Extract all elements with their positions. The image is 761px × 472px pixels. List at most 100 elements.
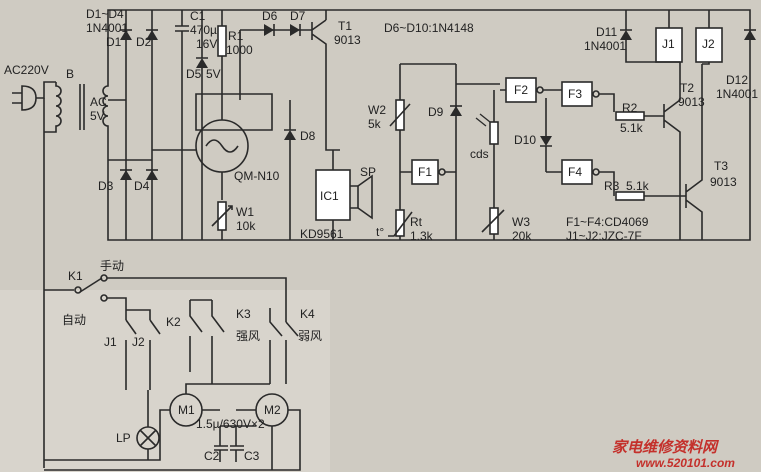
label-t2-part: 9013: [678, 95, 705, 109]
diode-d11: [620, 10, 680, 63]
mains-plug: [12, 81, 56, 468]
label-d9: D9: [428, 105, 444, 119]
label-r1: R1: [228, 29, 244, 43]
label-d1: D1: [106, 35, 122, 49]
pot-w1: [211, 201, 233, 240]
caps-c2-c3: [202, 409, 256, 462]
label-contact-j1: J1: [104, 335, 117, 349]
label-w1-val: 10k: [236, 219, 256, 233]
label-d12-part: 1N4001: [716, 87, 758, 101]
label-d4: D4: [134, 179, 150, 193]
label-cap-val: 1.5µ/630V×2: [196, 417, 265, 431]
label-c3: C3: [244, 449, 260, 463]
switch-k1: [44, 274, 287, 322]
relay-j2: [695, 10, 723, 65]
resistor-r1-zener-d5: [196, 10, 227, 240]
transformer-b: [44, 82, 109, 133]
contacts-j1-j2: [125, 309, 161, 390]
label-f3: F3: [568, 87, 582, 101]
label-f-note: F1~F4:CD4069: [566, 215, 649, 229]
label-manual: 手动: [100, 259, 124, 273]
label-d5: D5: [186, 67, 202, 81]
label-c1-val: 470µ: [190, 23, 217, 37]
label-d6d10: D6~D10:1N4148: [384, 21, 474, 35]
transistor-t3: [685, 64, 703, 240]
inverter-f3: [561, 81, 615, 112]
label-d11: D11: [596, 25, 617, 39]
rails-left: [330, 9, 626, 241]
transistor-t1: [311, 10, 340, 151]
label-t1: T1: [338, 19, 352, 33]
label-r3: R3: [604, 179, 620, 193]
label-d5-val: 5V: [206, 67, 221, 81]
label-strong: 强风: [236, 329, 260, 343]
label-j1: J1: [662, 37, 675, 51]
label-f1: F1: [418, 165, 432, 179]
watermark-title: 家电维修资料网: [612, 438, 720, 456]
rails-right: [500, 9, 751, 241]
pot-w3: [481, 207, 505, 235]
label-d11-part: 1N4001: [584, 39, 626, 53]
label-d1d4: D1~D4: [86, 7, 124, 21]
label-d1d4-part: 1N4001: [86, 21, 128, 35]
label-w3-val: 20k: [512, 229, 532, 243]
watermark: 家电维修资料网 www.520101.com: [612, 438, 735, 470]
label-w2-val: 5k: [368, 117, 382, 131]
label-k3: K3: [236, 307, 251, 321]
diode-d9: [450, 105, 462, 116]
label-k4: K4: [300, 307, 315, 321]
label-t3: T3: [714, 159, 728, 173]
watermark-url: www.520101.com: [636, 456, 735, 470]
resistor-r2: [615, 111, 664, 121]
label-auto: 自动: [62, 313, 86, 327]
label-rt: Rt: [410, 215, 423, 229]
label-r2-val: 5.1k: [620, 121, 644, 135]
label-f4: F4: [568, 165, 582, 179]
label-d8: D8: [300, 129, 316, 143]
diode-d12: [744, 29, 756, 40]
label-f2: F2: [514, 83, 528, 97]
capacitor-c1: [175, 10, 189, 240]
diode-d10: [540, 98, 552, 172]
label-rt-val: 1.3k: [410, 229, 434, 243]
ic1-kd9561: [315, 150, 373, 240]
label-w1: W1: [236, 205, 254, 219]
labels: D1~D4 1N4001 D1 D2 D3 D4 C1 470µ 16V R1 …: [4, 7, 758, 463]
label-ic1-part: KD9561: [300, 227, 344, 241]
inverter-f2: [500, 77, 562, 103]
label-m2: M2: [264, 403, 281, 417]
label-r3-val: 5.1k: [626, 179, 650, 193]
label-m1: M1: [178, 403, 195, 417]
label-c1-v: 16V: [196, 37, 217, 51]
label-lp: LP: [116, 431, 131, 445]
label-t2: T2: [680, 81, 694, 95]
label-w3: W3: [512, 215, 530, 229]
label-ac5v: 5V: [90, 109, 105, 123]
label-c2: C2: [204, 449, 220, 463]
label-ac: AC: [90, 95, 107, 109]
bridge-rectifier: [107, 9, 330, 241]
label-b: B: [66, 67, 74, 81]
label-t1-part: 9013: [334, 33, 361, 47]
label-k2: K2: [166, 315, 181, 329]
lamp-lp: [136, 390, 160, 460]
transistor-t2: [663, 62, 681, 240]
thermistor-rt: [388, 209, 413, 237]
label-cds: cds: [470, 147, 489, 161]
diodes-d6-d7: [239, 24, 312, 100]
label-qm: QM-N10: [234, 169, 280, 183]
label-j2: J2: [702, 37, 715, 51]
label-weak: 弱风: [298, 329, 322, 343]
label-d10: D10: [514, 133, 536, 147]
label-d12: D12: [726, 73, 748, 87]
label-r2: R2: [622, 101, 638, 115]
gas-sensor-qm-n10: [152, 93, 273, 200]
diode-d8: [284, 100, 296, 240]
label-w2: W2: [368, 103, 386, 117]
switches-k2-k3-k4: [189, 299, 299, 384]
label-contact-j2: J2: [132, 335, 145, 349]
paper-lower: [0, 290, 330, 472]
label-k1: K1: [68, 269, 83, 283]
label-ic1: IC1: [320, 189, 339, 203]
